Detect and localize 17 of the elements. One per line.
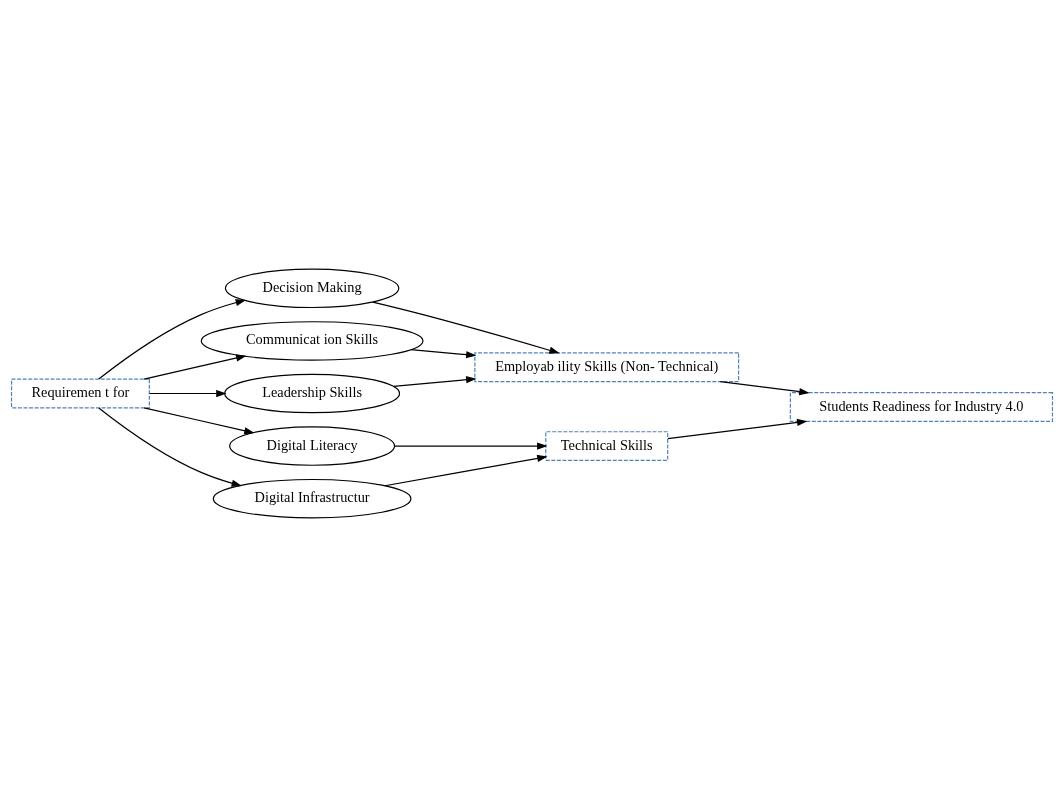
node-box: Requiremen t for bbox=[10, 378, 150, 409]
arrow bbox=[410, 349, 477, 359]
node-ellipse: Leadership Skills bbox=[224, 373, 401, 414]
arrow bbox=[393, 442, 548, 450]
node-box: Technical Skills bbox=[545, 431, 669, 462]
arrow bbox=[719, 380, 810, 396]
node-box: Employab ility Skills (Non- Technical) bbox=[474, 352, 740, 383]
arrow bbox=[98, 407, 242, 487]
arrow bbox=[98, 299, 247, 380]
arrow bbox=[384, 454, 548, 487]
arrow bbox=[143, 407, 255, 435]
arrow bbox=[372, 301, 560, 354]
node-box: Students Readiness for Industry 4.0 bbox=[789, 392, 1054, 422]
arrow bbox=[392, 376, 477, 387]
arrow bbox=[149, 389, 227, 398]
arrow bbox=[143, 354, 247, 380]
arrow bbox=[667, 418, 808, 440]
